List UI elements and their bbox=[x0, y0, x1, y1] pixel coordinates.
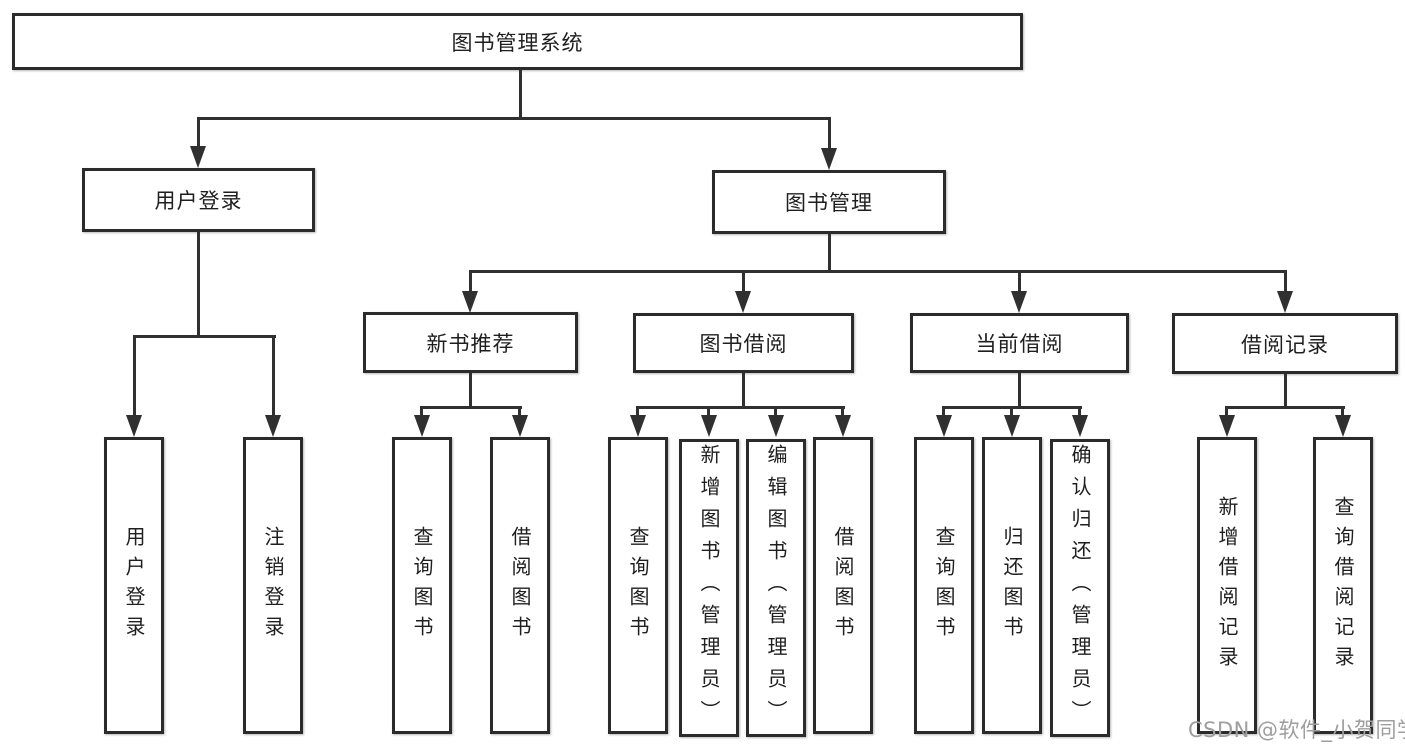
node-edit-book-admin: 编辑图书（管理员） bbox=[746, 439, 806, 737]
node-label: 借阅图书 bbox=[508, 525, 532, 646]
connector-line bbox=[1225, 406, 1228, 415]
arrowhead-icon bbox=[1072, 415, 1088, 437]
connector-line bbox=[420, 406, 423, 415]
arrowhead-icon bbox=[768, 415, 784, 437]
node-return-books: 归还图书 bbox=[982, 437, 1042, 734]
node-label: 图书管理 bbox=[785, 191, 873, 215]
node-label: 用户登录 bbox=[122, 525, 146, 646]
node-current-borrowing: 当前借阅 bbox=[910, 313, 1129, 373]
connector-line bbox=[841, 406, 844, 415]
node-label: 新增借阅记录 bbox=[1215, 495, 1239, 676]
arrowhead-icon bbox=[512, 415, 528, 437]
connector-line bbox=[469, 373, 472, 406]
connector-line bbox=[133, 335, 136, 415]
node-label: 注销登录 bbox=[261, 525, 285, 646]
connector-line bbox=[518, 406, 521, 415]
connector-line bbox=[1284, 270, 1287, 291]
arrowhead-icon bbox=[126, 415, 142, 437]
connector-line bbox=[519, 70, 522, 117]
node-label: 查询图书 bbox=[626, 525, 650, 646]
connector-line bbox=[1078, 406, 1081, 415]
node-label: 编辑图书（管理员） bbox=[764, 444, 788, 732]
node-new-book-recommendation: 新书推荐 bbox=[363, 312, 578, 373]
node-label: 查询图书 bbox=[932, 525, 956, 646]
watermark: CSDN @软件_小贺同学 bbox=[1188, 718, 1405, 742]
connector-line bbox=[197, 117, 831, 120]
connector-line bbox=[636, 406, 639, 415]
node-label: 当前借阅 bbox=[975, 332, 1064, 356]
node-user-login-action: 用户登录 bbox=[104, 437, 164, 734]
connector-line bbox=[1284, 373, 1287, 406]
arrowhead-icon bbox=[1011, 291, 1027, 313]
arrowhead-icon bbox=[1219, 415, 1235, 437]
node-query-books-recommend: 查询图书 bbox=[392, 437, 452, 734]
connector-line bbox=[421, 406, 522, 409]
node-query-books-borrowing: 查询图书 bbox=[608, 437, 668, 734]
node-library-management-system: 图书管理系统 bbox=[12, 13, 1023, 70]
connector-line bbox=[707, 406, 710, 415]
connector-line bbox=[1018, 270, 1021, 291]
arrowhead-icon bbox=[462, 291, 478, 313]
node-label: 图书借阅 bbox=[699, 332, 788, 356]
connector-line bbox=[1226, 406, 1345, 409]
node-borrow-books-recommend: 借阅图书 bbox=[490, 437, 550, 734]
arrowhead-icon bbox=[1335, 415, 1351, 437]
connector-line bbox=[197, 117, 200, 146]
connector-line bbox=[469, 270, 1287, 273]
connector-line bbox=[828, 234, 831, 270]
arrowhead-icon bbox=[735, 291, 751, 313]
arrowhead-icon bbox=[701, 415, 717, 437]
node-confirm-return-admin: 确认归还（管理员） bbox=[1050, 439, 1110, 737]
node-borrowing-records: 借阅记录 bbox=[1172, 313, 1398, 374]
node-label: 借阅图书 bbox=[831, 525, 855, 646]
connector-line bbox=[942, 406, 945, 415]
node-book-borrowing: 图书借阅 bbox=[633, 313, 854, 373]
node-label: 用户登录 bbox=[154, 189, 243, 213]
node-add-book-admin: 新增图书（管理员） bbox=[679, 439, 739, 737]
connector-line bbox=[637, 406, 845, 409]
arrowhead-icon bbox=[265, 415, 281, 437]
connector-line bbox=[272, 335, 275, 415]
arrowhead-icon bbox=[630, 415, 646, 437]
node-borrow-books-borrowing: 借阅图书 bbox=[813, 437, 873, 734]
node-logout-action: 注销登录 bbox=[243, 437, 303, 734]
node-label: 查询图书 bbox=[410, 525, 434, 646]
connector-line bbox=[1010, 406, 1013, 415]
connector-line bbox=[1018, 373, 1021, 406]
node-user-login: 用户登录 bbox=[82, 168, 315, 232]
connector-line bbox=[133, 335, 276, 338]
node-label: 确认归还（管理员） bbox=[1068, 444, 1092, 732]
node-label: 新增图书（管理员） bbox=[697, 444, 721, 732]
node-query-books-current: 查询图书 bbox=[914, 437, 974, 734]
node-label: 归还图书 bbox=[1000, 525, 1024, 646]
arrowhead-icon bbox=[1004, 415, 1020, 437]
connector-line bbox=[469, 270, 472, 291]
arrowhead-icon bbox=[190, 146, 206, 168]
node-add-borrowing-record: 新增借阅记录 bbox=[1197, 437, 1257, 734]
arrowhead-icon bbox=[414, 415, 430, 437]
connector-line bbox=[742, 270, 745, 291]
connector-line bbox=[197, 232, 200, 335]
node-query-borrowing-record: 查询借阅记录 bbox=[1313, 437, 1373, 734]
connector-line bbox=[742, 373, 745, 406]
connector-line bbox=[1341, 406, 1344, 415]
arrowhead-icon bbox=[936, 415, 952, 437]
node-label: 查询借阅记录 bbox=[1331, 495, 1355, 676]
arrowhead-icon bbox=[1277, 291, 1293, 313]
connector-line bbox=[774, 406, 777, 415]
arrowhead-icon bbox=[821, 148, 837, 170]
connector-line bbox=[828, 117, 831, 148]
arrowhead-icon bbox=[835, 415, 851, 437]
node-book-management: 图书管理 bbox=[712, 170, 946, 234]
node-label: 图书管理系统 bbox=[451, 30, 584, 55]
node-label: 借阅记录 bbox=[1241, 332, 1329, 357]
node-label: 新书推荐 bbox=[426, 331, 515, 356]
